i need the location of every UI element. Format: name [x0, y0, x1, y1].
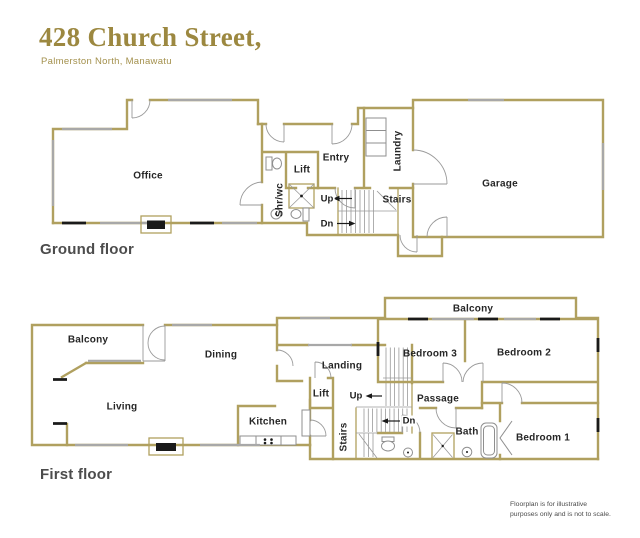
room-label-entry: Entry — [322, 152, 350, 164]
stairs-down-label-first: Dn — [401, 415, 417, 427]
room-label-stairs-first: Stairs — [338, 422, 350, 452]
room-label-balcony-right: Balcony — [452, 303, 494, 315]
disclaimer: Floorplan is for illustrative purposes o… — [510, 500, 620, 520]
room-label-dining: Dining — [204, 349, 238, 361]
room-label-laundry: Laundry — [392, 130, 404, 172]
page-subtitle: Palmerston North, Manawatu — [41, 56, 172, 67]
room-label-office: Office — [133, 170, 163, 182]
room-label-bedroom2: Bedroom 2 — [496, 347, 552, 359]
room-label-garage: Garage — [482, 178, 518, 190]
room-label-passage: Passage — [417, 393, 459, 405]
stairs-up-label-first: Up — [348, 390, 364, 402]
room-label-lift-ground: Lift — [293, 164, 311, 176]
room-label-bath: Bath — [455, 426, 479, 438]
first-floor-plan — [30, 296, 600, 461]
page-title: 428 Church Street, — [39, 22, 262, 52]
room-label-balcony-left: Balcony — [67, 334, 109, 346]
room-label-lift-first: Lift — [312, 388, 330, 400]
room-label-landing: Landing — [321, 360, 363, 372]
room-label-living: Living — [106, 401, 138, 413]
stairs-down-label-ground: Dn — [319, 218, 335, 230]
room-label-bedroom3: Bedroom 3 — [402, 348, 458, 360]
room-label-bedroom1: Bedroom 1 — [515, 432, 571, 444]
room-label-shrwc: Shr/wc — [274, 183, 286, 217]
first-floor-title: First floor — [40, 466, 113, 483]
room-label-stairs-ground: Stairs — [382, 194, 412, 206]
ground-floor-title: Ground floor — [40, 241, 135, 258]
disclaimer-line1: Floorplan is for illustrative — [510, 501, 588, 508]
room-label-kitchen: Kitchen — [248, 416, 288, 428]
disclaimer-line2: purposes only and is not to scale. — [510, 510, 611, 518]
ground-floor-plan — [51, 98, 605, 258]
stairs-up-label-ground: Up — [319, 193, 335, 205]
